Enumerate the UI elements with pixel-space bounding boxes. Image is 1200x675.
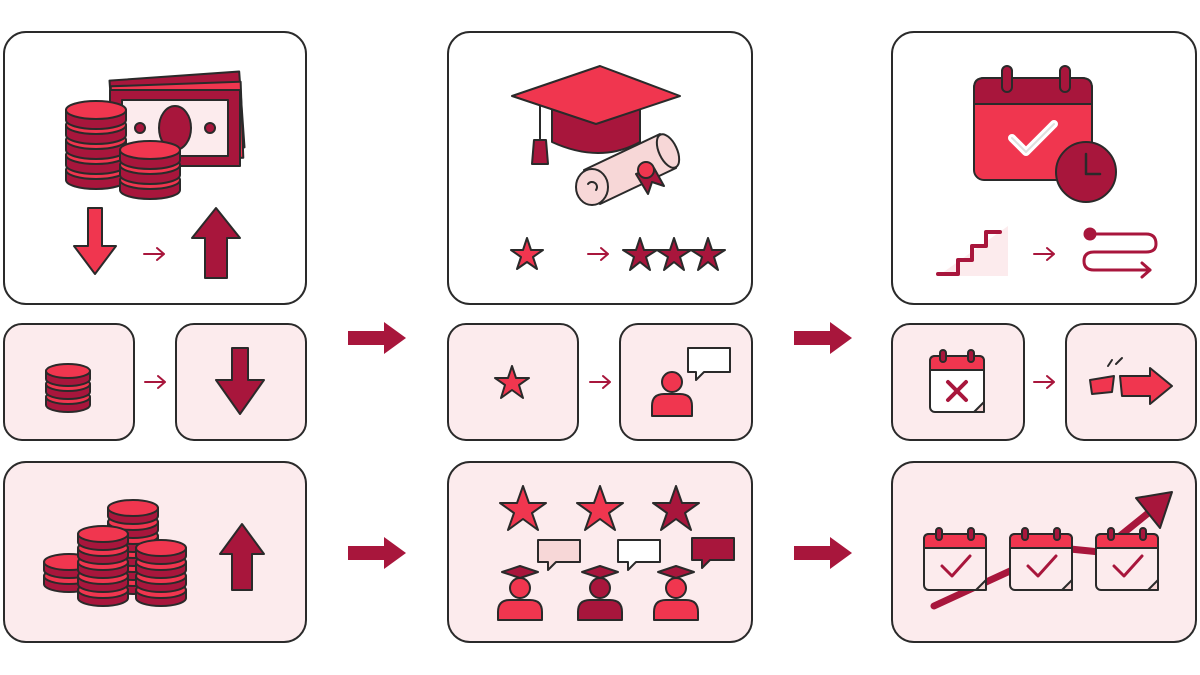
- graduate-icon: [577, 565, 623, 621]
- graduation-cap-icon: [511, 65, 681, 165]
- speech-bubble-icon: [691, 537, 735, 569]
- calendar-check-icon: [923, 527, 987, 591]
- broken-arrow-icon: [1089, 357, 1173, 405]
- flow-arrow-right-icon: [348, 537, 406, 569]
- star-icon: [494, 365, 530, 399]
- small-arrow-right-icon: [589, 375, 611, 389]
- calendar-cancel-icon: [929, 349, 985, 413]
- graduate-icon: [497, 565, 543, 621]
- flow-arrow-right-icon: [348, 322, 406, 354]
- person-speech-icon: [651, 347, 731, 417]
- arrow-up-icon: [191, 207, 241, 279]
- diploma-scroll-icon: [575, 133, 681, 206]
- graduates-speech-icon: [497, 565, 699, 621]
- flow-arrow-right-icon: [794, 537, 852, 569]
- small-arrow-right-icon: [1033, 247, 1055, 261]
- speech-bubble-icon: [537, 539, 581, 571]
- panel-education-mid-right: [619, 323, 753, 441]
- arrow-down-icon: [215, 347, 265, 415]
- graduate-icon: [653, 565, 699, 621]
- coin-piles-icon: [43, 499, 187, 607]
- three-stars-icon: [622, 237, 726, 271]
- winding-path-icon: [1082, 227, 1158, 279]
- calendar-check-icon: [1095, 527, 1159, 591]
- star-icon: [510, 237, 544, 270]
- small-arrow-right-icon: [143, 247, 165, 261]
- arrow-up-icon: [219, 523, 265, 591]
- flow-arrows: [348, 322, 852, 569]
- stairs-up-icon: [936, 226, 1008, 276]
- clock-icon: [1055, 141, 1117, 203]
- trend-arrow-icon: [930, 491, 1173, 610]
- speech-bubble-icon: [617, 539, 661, 571]
- arrow-down-icon: [73, 207, 117, 275]
- coin-stack-icon: [65, 100, 127, 190]
- small-arrow-right-icon: [587, 247, 609, 261]
- coin-stack-icon: [119, 140, 181, 200]
- three-stars-icon: [499, 485, 700, 531]
- calendars-check-icon: [923, 527, 1159, 591]
- single-coin-stack-icon: [45, 363, 91, 413]
- small-arrow-right-icon: [1033, 375, 1055, 389]
- calendar-check-icon: [1009, 527, 1073, 591]
- speech-bubble-icons: [537, 537, 735, 571]
- small-arrow-right-icon: [144, 375, 166, 389]
- flow-arrow-right-icon: [794, 322, 852, 354]
